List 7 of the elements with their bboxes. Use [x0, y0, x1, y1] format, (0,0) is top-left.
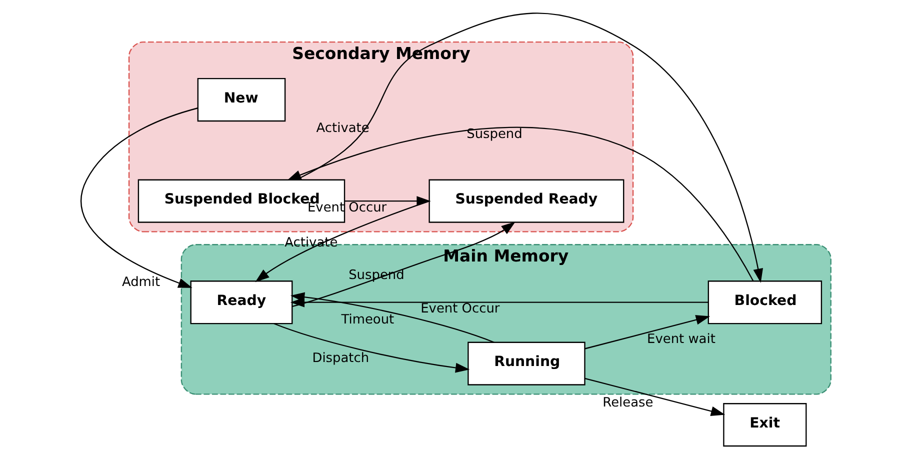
edge-label: Admit	[122, 274, 160, 290]
edge-label: Event wait	[647, 332, 716, 348]
edge-label: Dispatch	[312, 351, 370, 366]
edge-label: Timeout	[341, 312, 394, 328]
edge-label: Release	[602, 396, 654, 411]
edge-label: Suspend	[466, 126, 522, 142]
edge-label: Event Occur	[420, 302, 500, 317]
